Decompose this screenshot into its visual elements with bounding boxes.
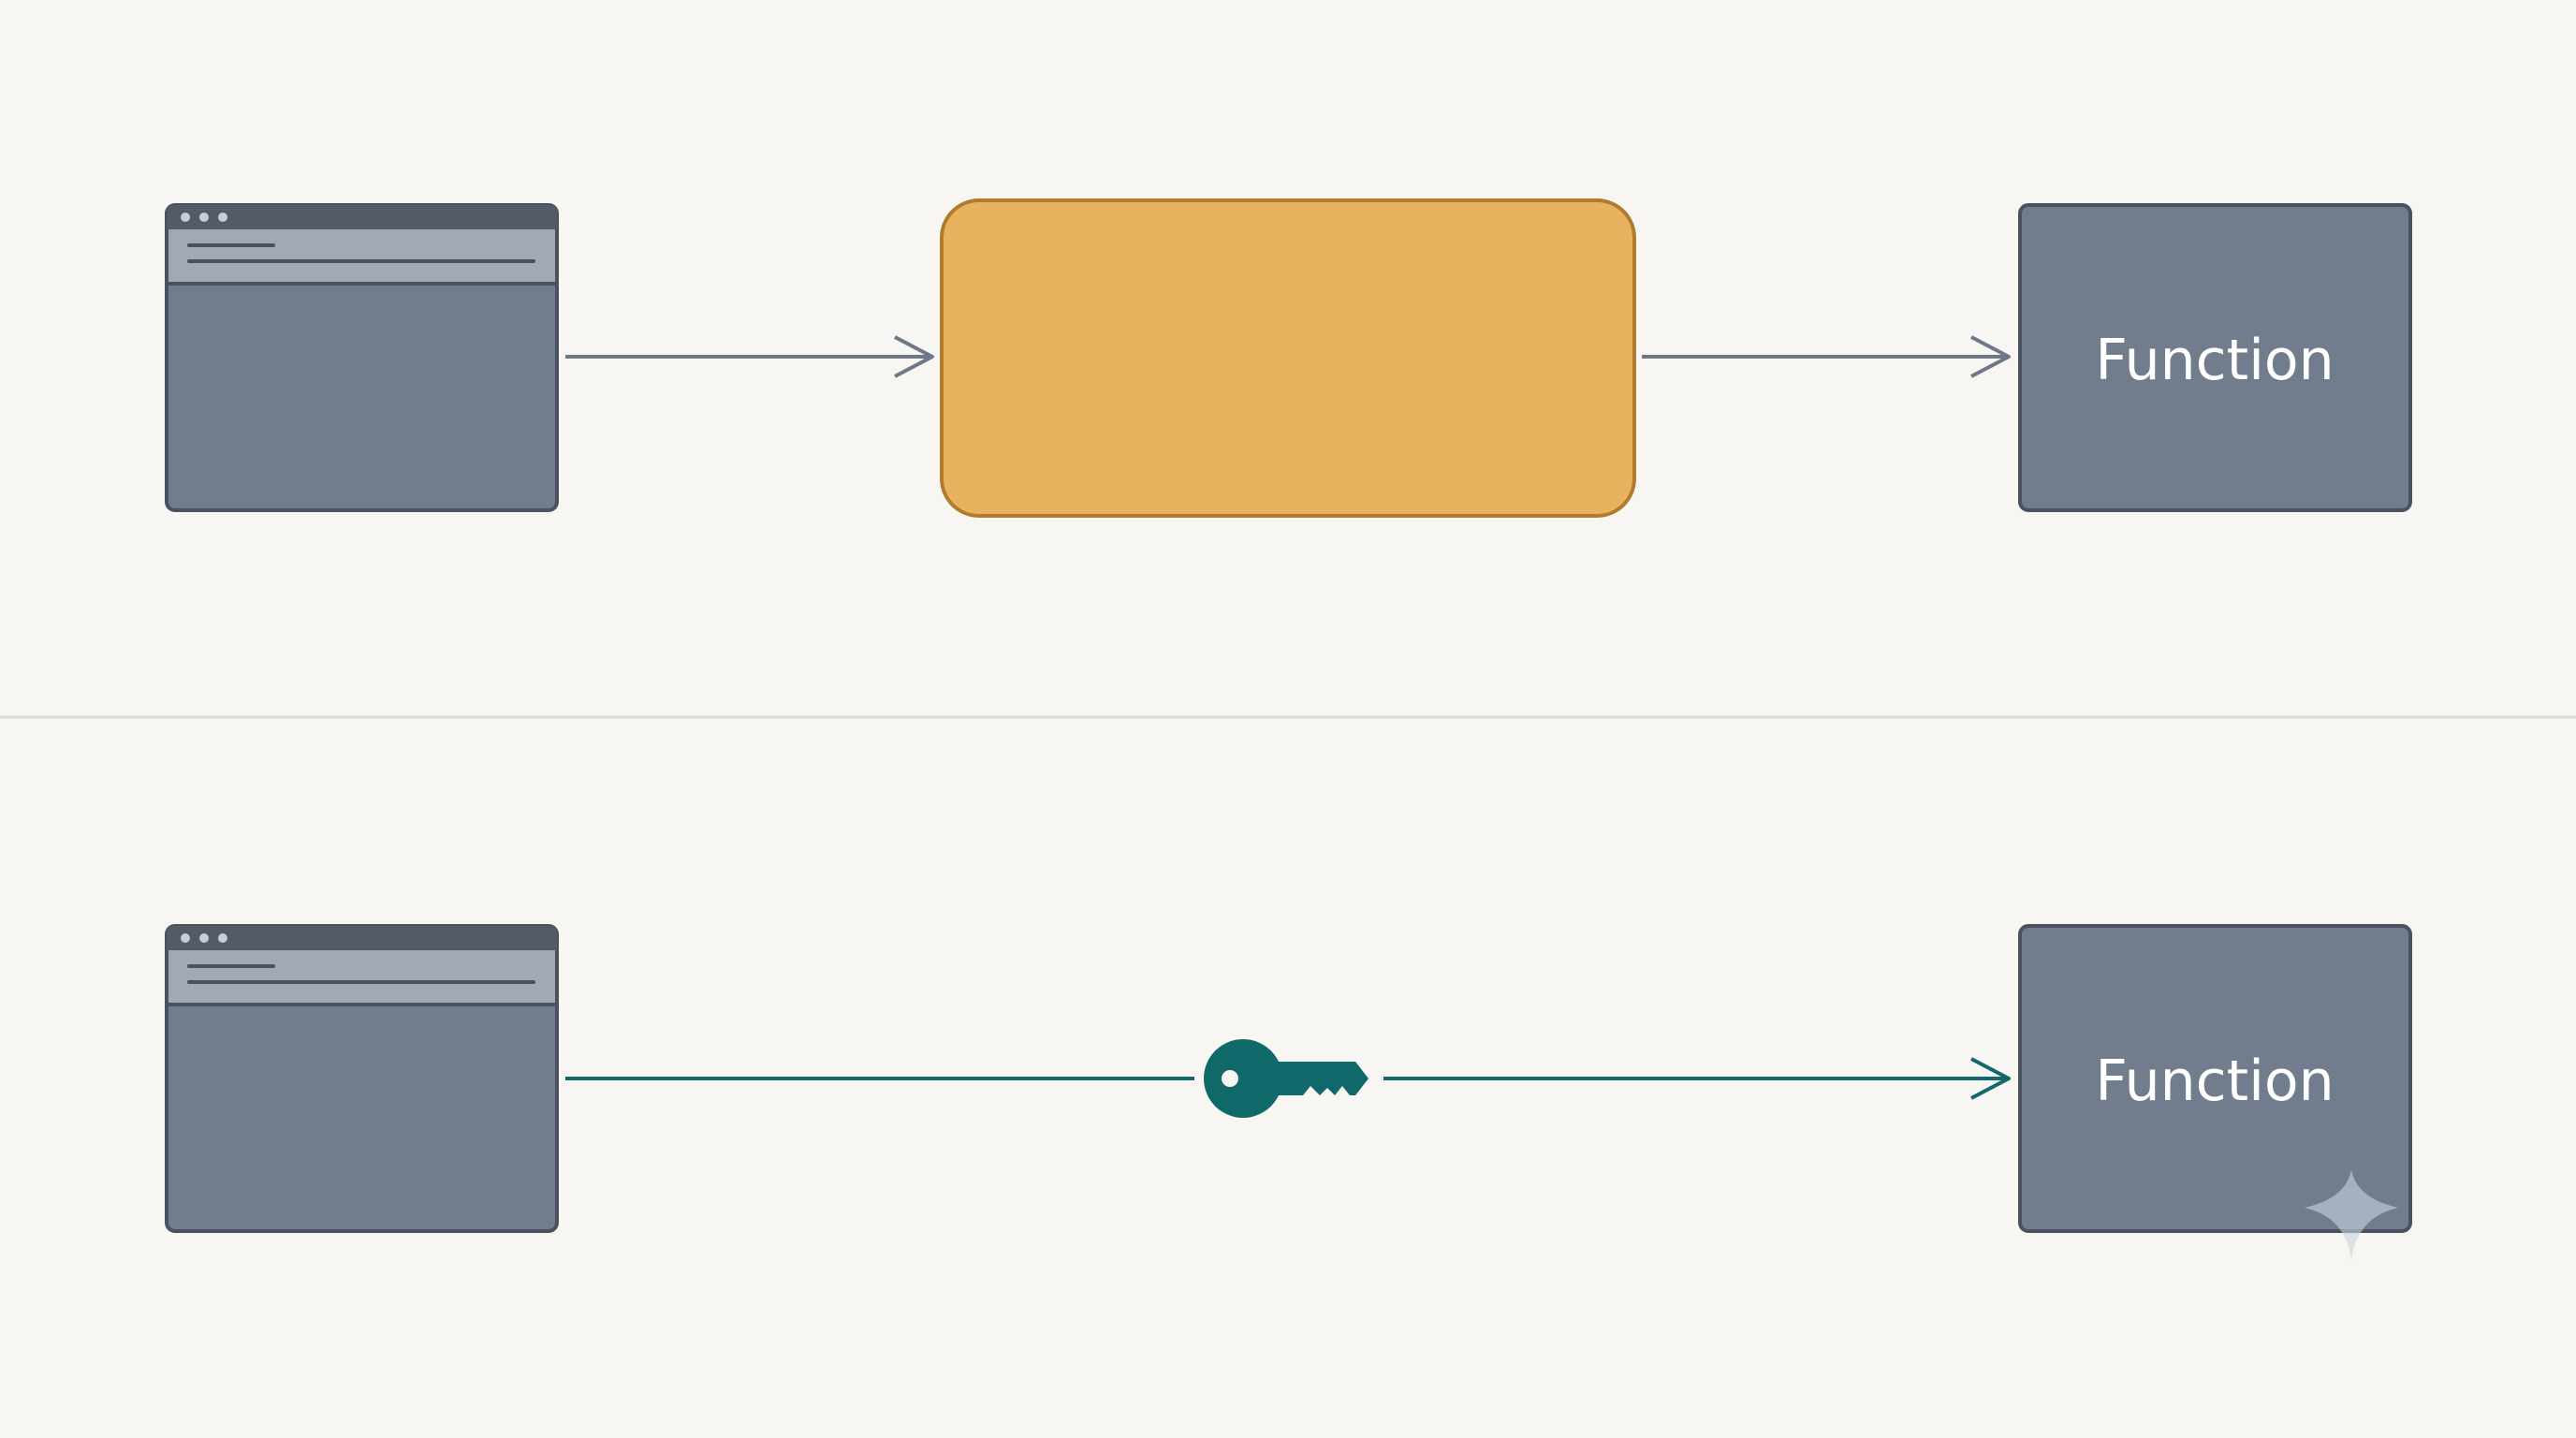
- top-flow: Function: [165, 198, 2412, 518]
- bottom-function-box: Function: [2018, 924, 2412, 1233]
- top-arrow-to-middle: [565, 335, 934, 378]
- top-function-box: Function: [2018, 203, 2412, 512]
- key-icon: [1204, 1039, 1368, 1118]
- top-browser-window-icon: [165, 203, 559, 512]
- sparkle-icon: [2305, 1170, 2398, 1260]
- bottom-browser-window-icon: [165, 924, 559, 1233]
- top-function-label: Function: [2095, 328, 2334, 393]
- bottom-flow: Function: [165, 924, 2412, 1233]
- bottom-function-label: Function: [2095, 1049, 2334, 1114]
- bottom-arrow-to-function: [1383, 1057, 2011, 1100]
- top-arrow-to-function: [1642, 335, 2011, 378]
- middle-box: [940, 198, 1636, 518]
